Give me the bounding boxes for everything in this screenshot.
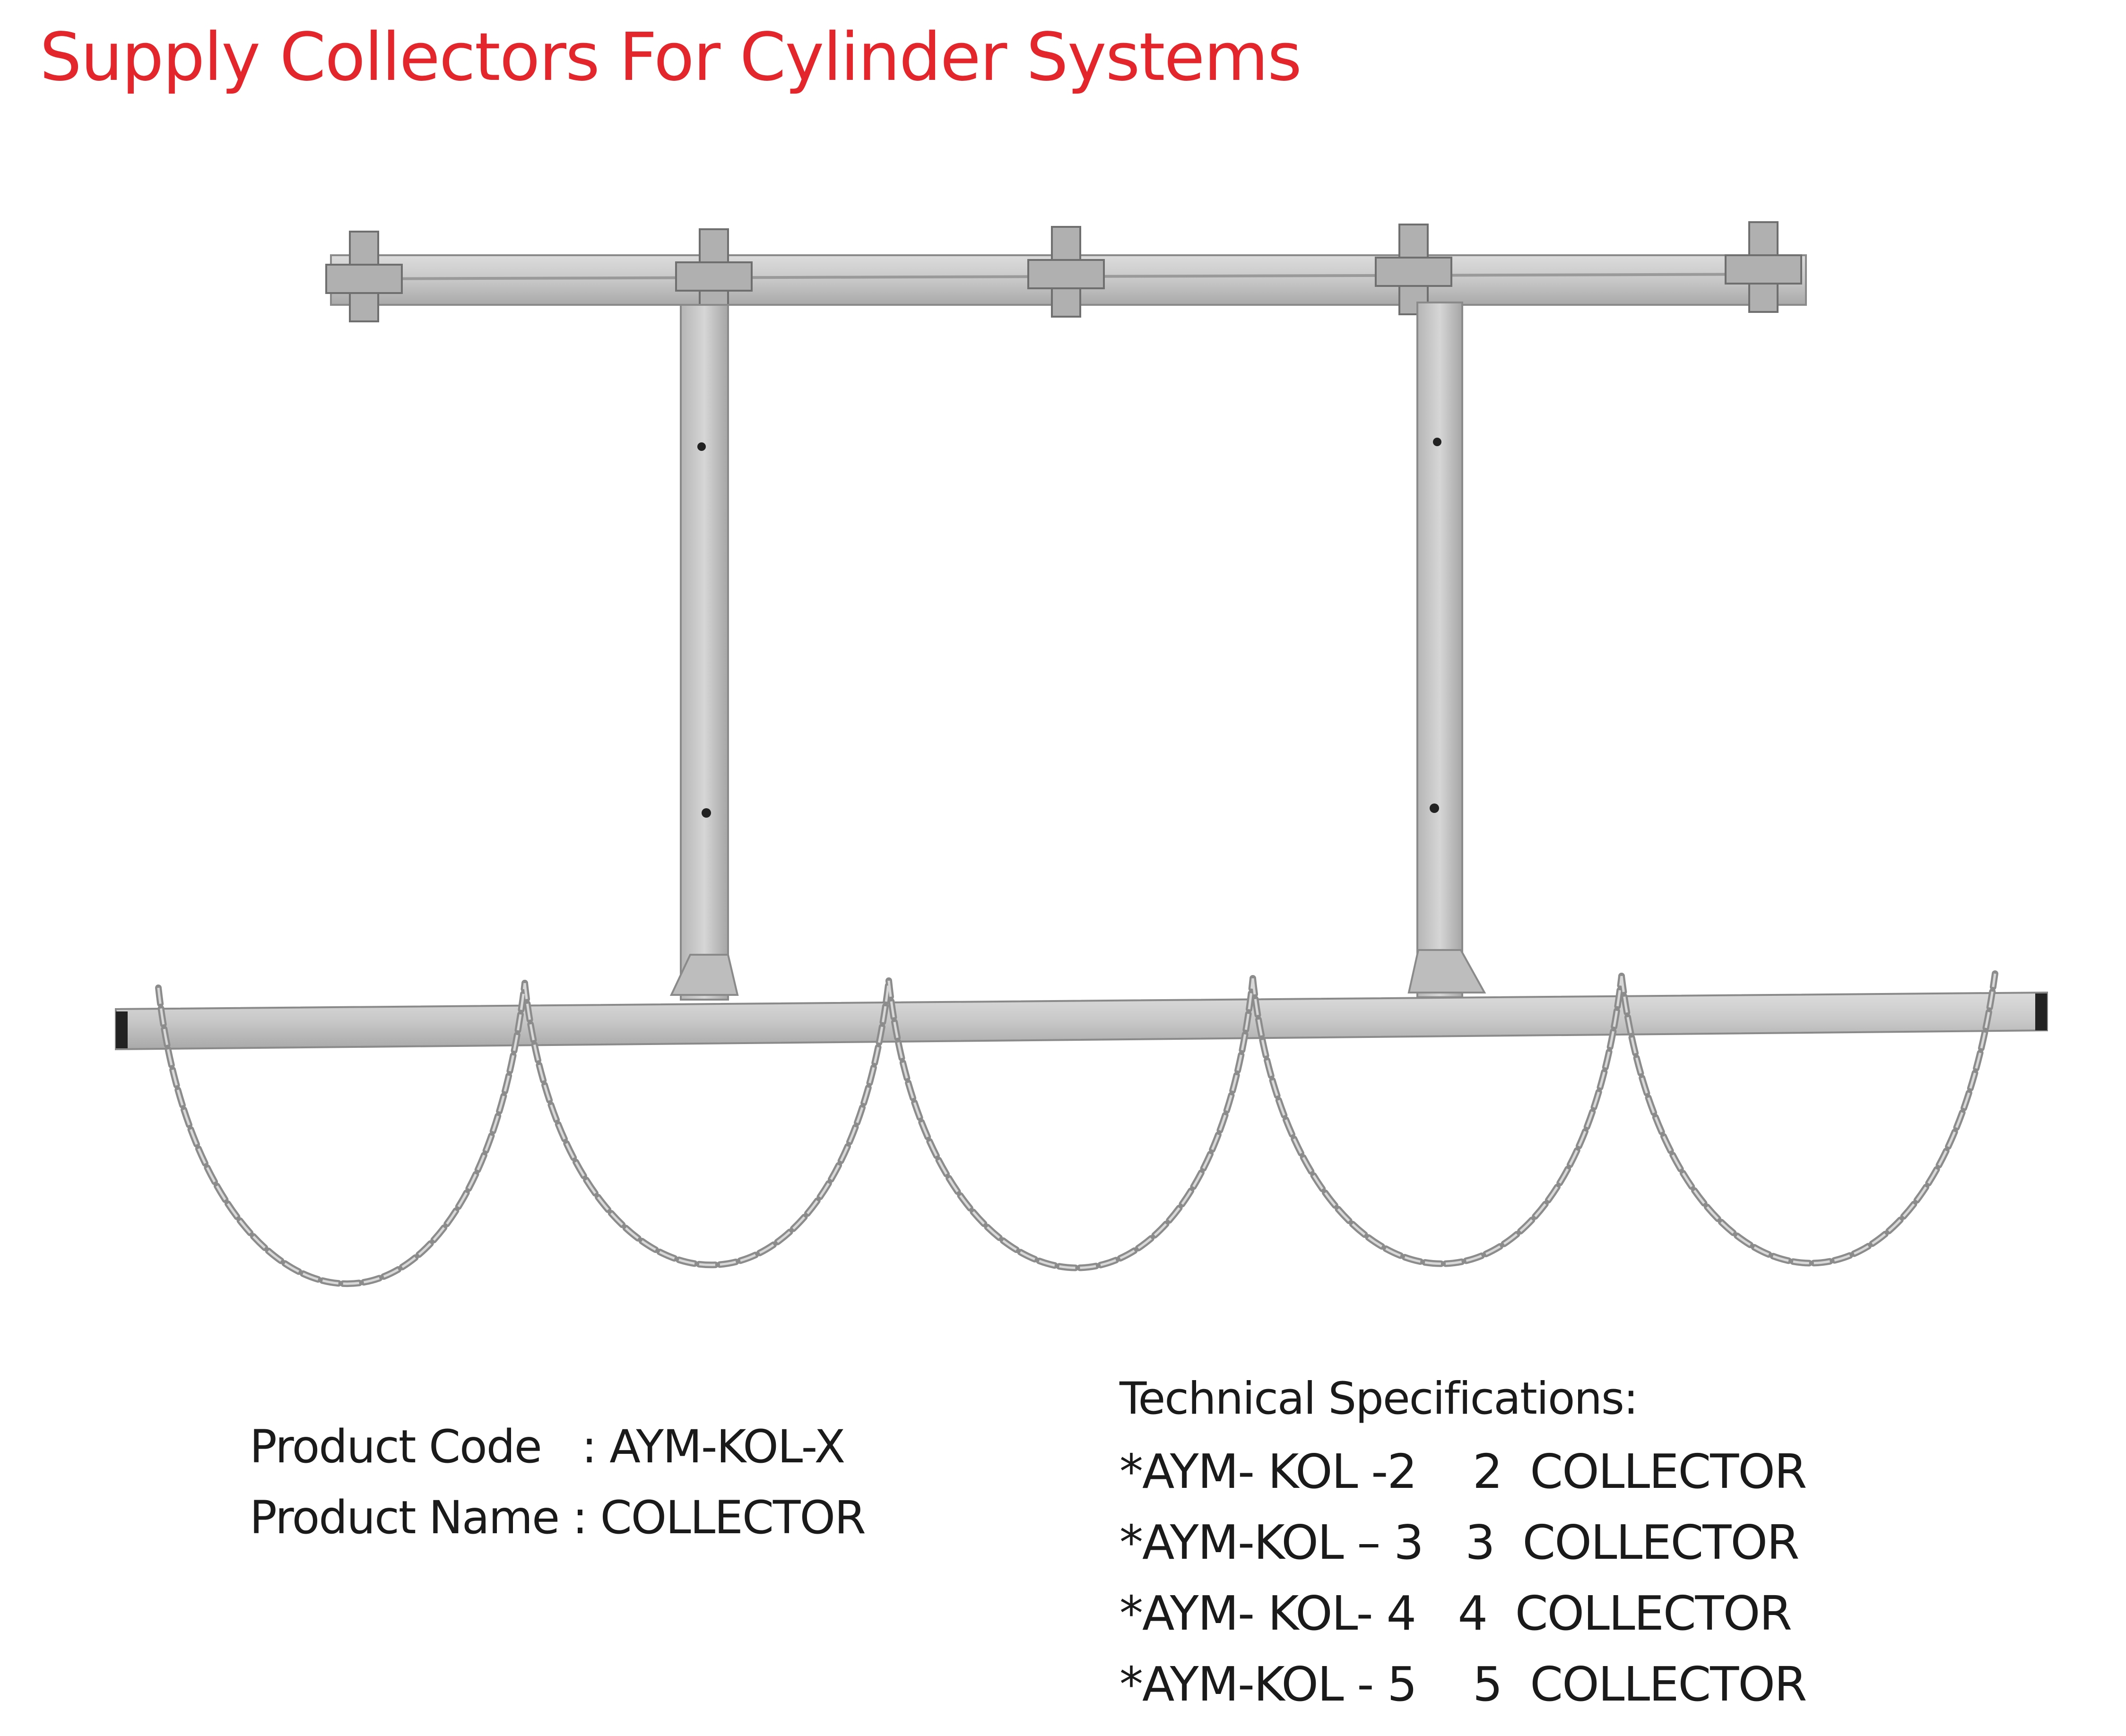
specs-heading: Technical Specifications: bbox=[1119, 1373, 1639, 1425]
product-name: Product Name : COLLECTOR bbox=[250, 1491, 866, 1544]
support-posts bbox=[669, 302, 1486, 1001]
manifold-fittings bbox=[325, 221, 1802, 322]
spec-item: *AYM- KOL -2 2 COLLECTOR bbox=[1119, 1444, 1807, 1499]
spec-item: *AYM-KOL – 3 3 COLLECTOR bbox=[1119, 1515, 1800, 1570]
cylinder-chains-highlight bbox=[157, 973, 1996, 1285]
product-code: Product Code : AYM-KOL-X bbox=[250, 1420, 845, 1473]
page-title: Supply Collectors For Cylinder Systems bbox=[40, 19, 1302, 96]
spec-item: *AYM- KOL- 4 4 COLLECTOR bbox=[1119, 1586, 1792, 1641]
base-bar bbox=[115, 991, 2048, 1051]
spec-item: *AYM-KOL - 5 5 COLLECTOR bbox=[1119, 1657, 1807, 1712]
